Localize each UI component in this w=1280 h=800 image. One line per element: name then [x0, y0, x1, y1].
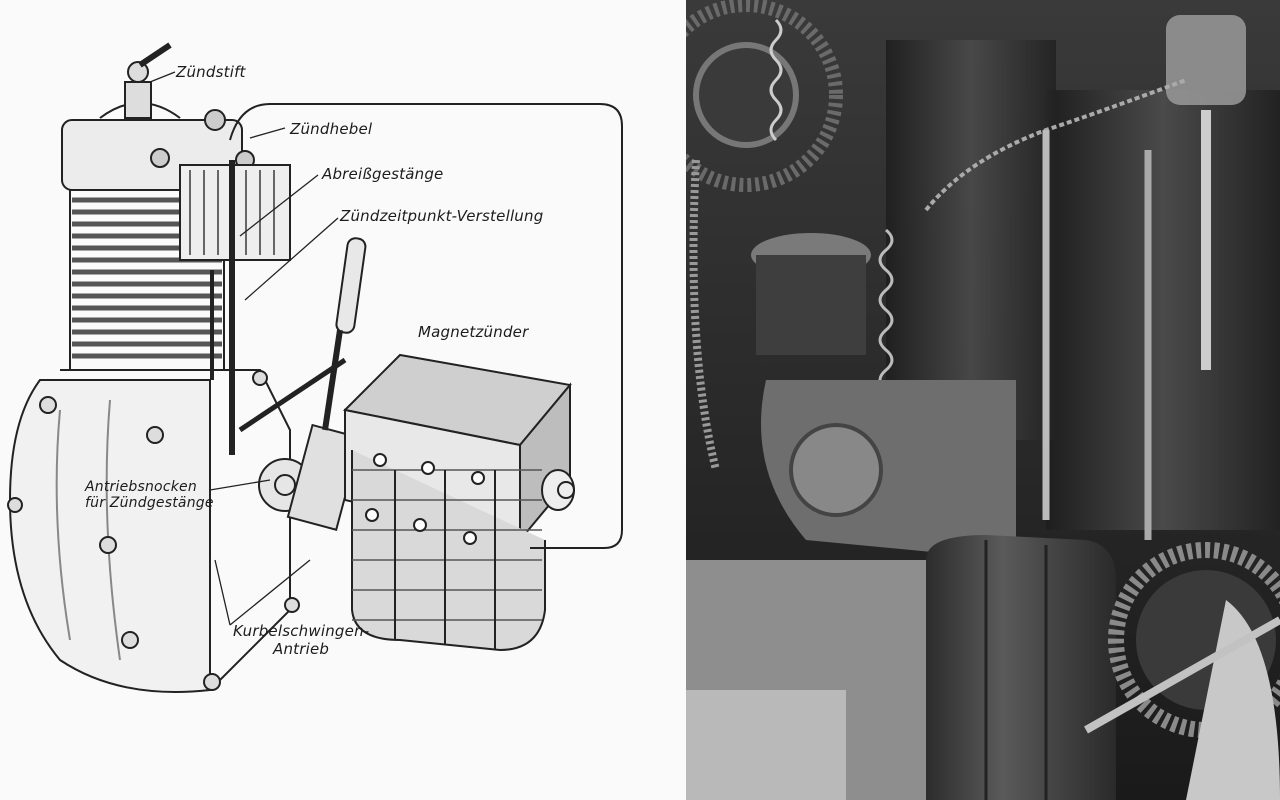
label-antriebsnocken-line1: Antriebsnocken	[85, 479, 197, 495]
engine-photo-illustration	[686, 0, 1280, 800]
magneto-drawing	[342, 353, 575, 652]
label-magnetzuender: Magnetzünder	[418, 323, 529, 341]
label-zuendstift: Zündstift	[176, 63, 246, 81]
label-kurbelschwingen-line1: Kurbelschwingen-	[233, 622, 370, 640]
label-abreissgestaenge: Abreißgestänge	[322, 165, 444, 183]
engine-drawing-illustration	[7, 42, 623, 693]
label-kurbelschwingen-line2: Antrieb	[273, 640, 330, 658]
engine-cutaway-drawing: Zündstift Zündhebel Abreißgestänge Zündz…	[7, 42, 623, 693]
label-zuendhebel: Zündhebel	[290, 120, 373, 138]
engine-photo	[686, 0, 1280, 800]
label-zuendzeitpunkt-verstellung: Zündzeitpunkt-Verstellung	[340, 207, 544, 225]
label-antriebsnocken-line2: für Zündgestänge	[85, 495, 214, 511]
